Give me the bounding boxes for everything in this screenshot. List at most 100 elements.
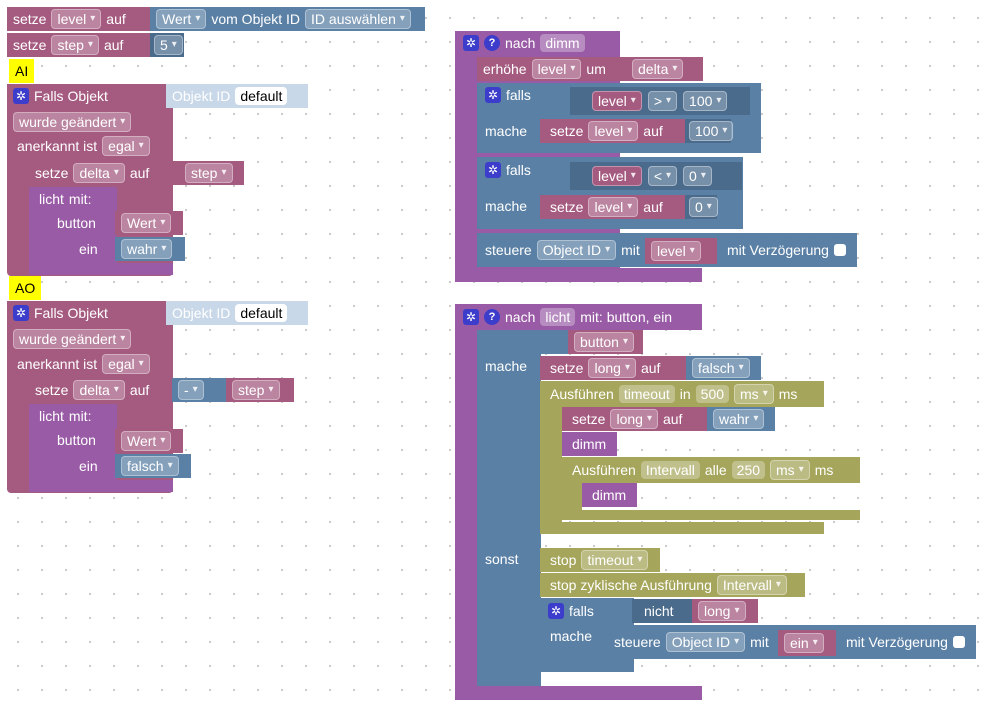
number-field[interactable]: 100 bbox=[689, 121, 734, 141]
timeout-name-field[interactable]: timeout bbox=[618, 385, 675, 403]
operator-dropdown[interactable]: > bbox=[647, 91, 678, 111]
timeout-dropdown[interactable]: timeout bbox=[581, 550, 649, 570]
get-level-block[interactable]: level bbox=[645, 238, 717, 264]
bool-block[interactable]: falsch bbox=[115, 454, 191, 478]
var-dropdown[interactable]: button bbox=[574, 332, 634, 352]
set-level-block[interactable]: setze level auf bbox=[540, 119, 685, 143]
interval-number-field[interactable]: 250 bbox=[731, 461, 766, 479]
var-dropdown[interactable]: step bbox=[232, 380, 280, 400]
interval-block[interactable]: Ausführen Intervall alle 250 ms ms bbox=[562, 457, 860, 483]
operator-dropdown[interactable]: < bbox=[647, 166, 678, 186]
var-dropdown[interactable]: long bbox=[610, 409, 658, 429]
object-id-field[interactable]: Object ID bbox=[665, 632, 746, 652]
number-field[interactable]: 0 bbox=[689, 197, 718, 217]
if-else-block[interactable]: ✲ falls mache sonst bbox=[477, 330, 541, 686]
if-not-block[interactable]: ✲ falls mache bbox=[540, 598, 634, 672]
set-level-block[interactable]: setze level auf bbox=[540, 195, 685, 219]
negate-block[interactable]: - bbox=[172, 378, 228, 402]
changed-dropdown[interactable]: wurde geändert bbox=[13, 329, 132, 349]
var-dropdown[interactable]: level bbox=[51, 9, 102, 29]
object-id-field[interactable]: Object ID bbox=[536, 240, 617, 260]
var-dropdown[interactable]: step bbox=[185, 163, 233, 183]
var-dropdown[interactable]: delta bbox=[632, 59, 684, 79]
set-step-block[interactable]: setze step auf bbox=[7, 33, 157, 57]
get-delta-block[interactable]: delta bbox=[626, 57, 703, 81]
function-name-field[interactable]: dimm bbox=[540, 34, 585, 52]
delay-checkbox[interactable] bbox=[952, 636, 965, 648]
var-dropdown[interactable]: level bbox=[531, 59, 582, 79]
function-name-field[interactable]: licht bbox=[540, 308, 576, 326]
number-field[interactable]: 100 bbox=[683, 91, 728, 111]
get-value-block[interactable]: Wert vom Objekt ID ID auswählen bbox=[150, 7, 425, 31]
bool-block[interactable]: wahr bbox=[707, 407, 775, 431]
get-value-block[interactable]: Wert bbox=[115, 429, 183, 453]
number-field[interactable]: 5 bbox=[154, 35, 183, 55]
delay-checkbox[interactable] bbox=[833, 244, 846, 256]
var-dropdown[interactable]: delta bbox=[73, 380, 125, 400]
get-value-block[interactable]: Wert bbox=[115, 211, 183, 235]
call-dimm-block[interactable]: dimm bbox=[562, 432, 617, 456]
var-dropdown[interactable]: long bbox=[698, 601, 746, 621]
compare-block[interactable]: level > 100 bbox=[570, 87, 750, 115]
call-licht-block[interactable]: licht mit: button ein bbox=[29, 404, 117, 482]
help-icon[interactable]: ? bbox=[484, 309, 500, 325]
gear-icon[interactable]: ✲ bbox=[548, 603, 564, 619]
gear-icon[interactable]: ✲ bbox=[485, 87, 501, 103]
var-dropdown[interactable]: ein bbox=[784, 633, 824, 653]
changed-dropdown[interactable]: wurde geändert bbox=[13, 112, 132, 132]
bool-dropdown[interactable]: wahr bbox=[713, 409, 765, 429]
var-dropdown[interactable]: delta bbox=[73, 163, 125, 183]
set-delta-block[interactable]: setze delta auf bbox=[29, 378, 174, 402]
compare-block[interactable]: level < 0 bbox=[570, 162, 742, 190]
var-dropdown[interactable]: level bbox=[588, 197, 639, 217]
ack-dropdown[interactable]: egal bbox=[102, 136, 150, 156]
gear-icon[interactable]: ✲ bbox=[13, 305, 29, 321]
get-ein-block[interactable]: ein bbox=[778, 630, 836, 656]
number-block[interactable]: 0 bbox=[685, 195, 718, 219]
objekt-id-block[interactable]: Objekt ID default bbox=[166, 84, 308, 108]
get-long-block[interactable]: long bbox=[692, 599, 758, 623]
unit-dropdown[interactable]: ms bbox=[770, 460, 810, 480]
comment-ao[interactable]: AO bbox=[9, 276, 42, 300]
bool-block[interactable]: wahr bbox=[115, 237, 185, 261]
stop-timeout-block[interactable]: stop timeout bbox=[540, 548, 660, 572]
number-field[interactable]: 0 bbox=[683, 166, 712, 186]
call-licht-block[interactable]: licht mit: button ein bbox=[29, 187, 117, 265]
get-button-block[interactable]: button bbox=[568, 330, 643, 354]
bool-block[interactable]: falsch bbox=[686, 356, 761, 380]
gear-icon[interactable]: ✲ bbox=[485, 162, 501, 178]
var-dropdown[interactable]: level bbox=[651, 241, 701, 261]
call-dimm-block[interactable]: dimm bbox=[582, 483, 637, 507]
var-dropdown[interactable]: level bbox=[588, 121, 639, 141]
bool-dropdown[interactable]: falsch bbox=[121, 456, 179, 476]
bool-dropdown[interactable]: falsch bbox=[692, 358, 750, 378]
gear-icon[interactable]: ✲ bbox=[463, 35, 479, 51]
get-step-block[interactable]: step bbox=[179, 161, 244, 185]
stop-interval-block[interactable]: stop zyklische Ausführung Intervall bbox=[540, 573, 805, 597]
var-dropdown[interactable]: level bbox=[592, 166, 642, 186]
gear-icon[interactable]: ✲ bbox=[13, 88, 29, 104]
set-long-block[interactable]: setze long auf bbox=[540, 356, 690, 380]
function-licht-block[interactable]: ✲ ? nach licht mit: button, ein bbox=[455, 304, 702, 330]
id-select-field[interactable]: ID auswählen bbox=[305, 9, 411, 29]
comment-ai[interactable]: AI bbox=[9, 59, 35, 83]
ack-dropdown[interactable]: egal bbox=[102, 354, 150, 374]
bool-dropdown[interactable]: wahr bbox=[121, 239, 173, 259]
value-dropdown[interactable]: Wert bbox=[121, 431, 172, 451]
var-dropdown[interactable]: step bbox=[51, 35, 99, 55]
get-step-block[interactable]: step bbox=[226, 378, 294, 402]
set-delta-block[interactable]: setze delta auf bbox=[29, 161, 179, 185]
minus-dropdown[interactable]: - bbox=[178, 380, 204, 400]
number-block[interactable]: 100 bbox=[685, 119, 734, 143]
interval-name-field[interactable]: Intervall bbox=[640, 461, 700, 479]
increment-block[interactable]: erhöhe level um bbox=[477, 57, 627, 81]
value-dropdown[interactable]: Wert bbox=[156, 9, 207, 29]
value-dropdown[interactable]: Wert bbox=[121, 213, 172, 233]
delay-number-field[interactable]: 500 bbox=[695, 385, 730, 403]
var-dropdown[interactable]: long bbox=[588, 358, 636, 378]
help-icon[interactable]: ? bbox=[484, 35, 500, 51]
objekt-id-block[interactable]: Objekt ID default bbox=[166, 301, 308, 325]
unit-dropdown[interactable]: ms bbox=[734, 384, 774, 404]
timeout-block[interactable]: Ausführen timeout in 500 ms ms bbox=[540, 381, 824, 407]
gear-icon[interactable]: ✲ bbox=[463, 309, 479, 325]
